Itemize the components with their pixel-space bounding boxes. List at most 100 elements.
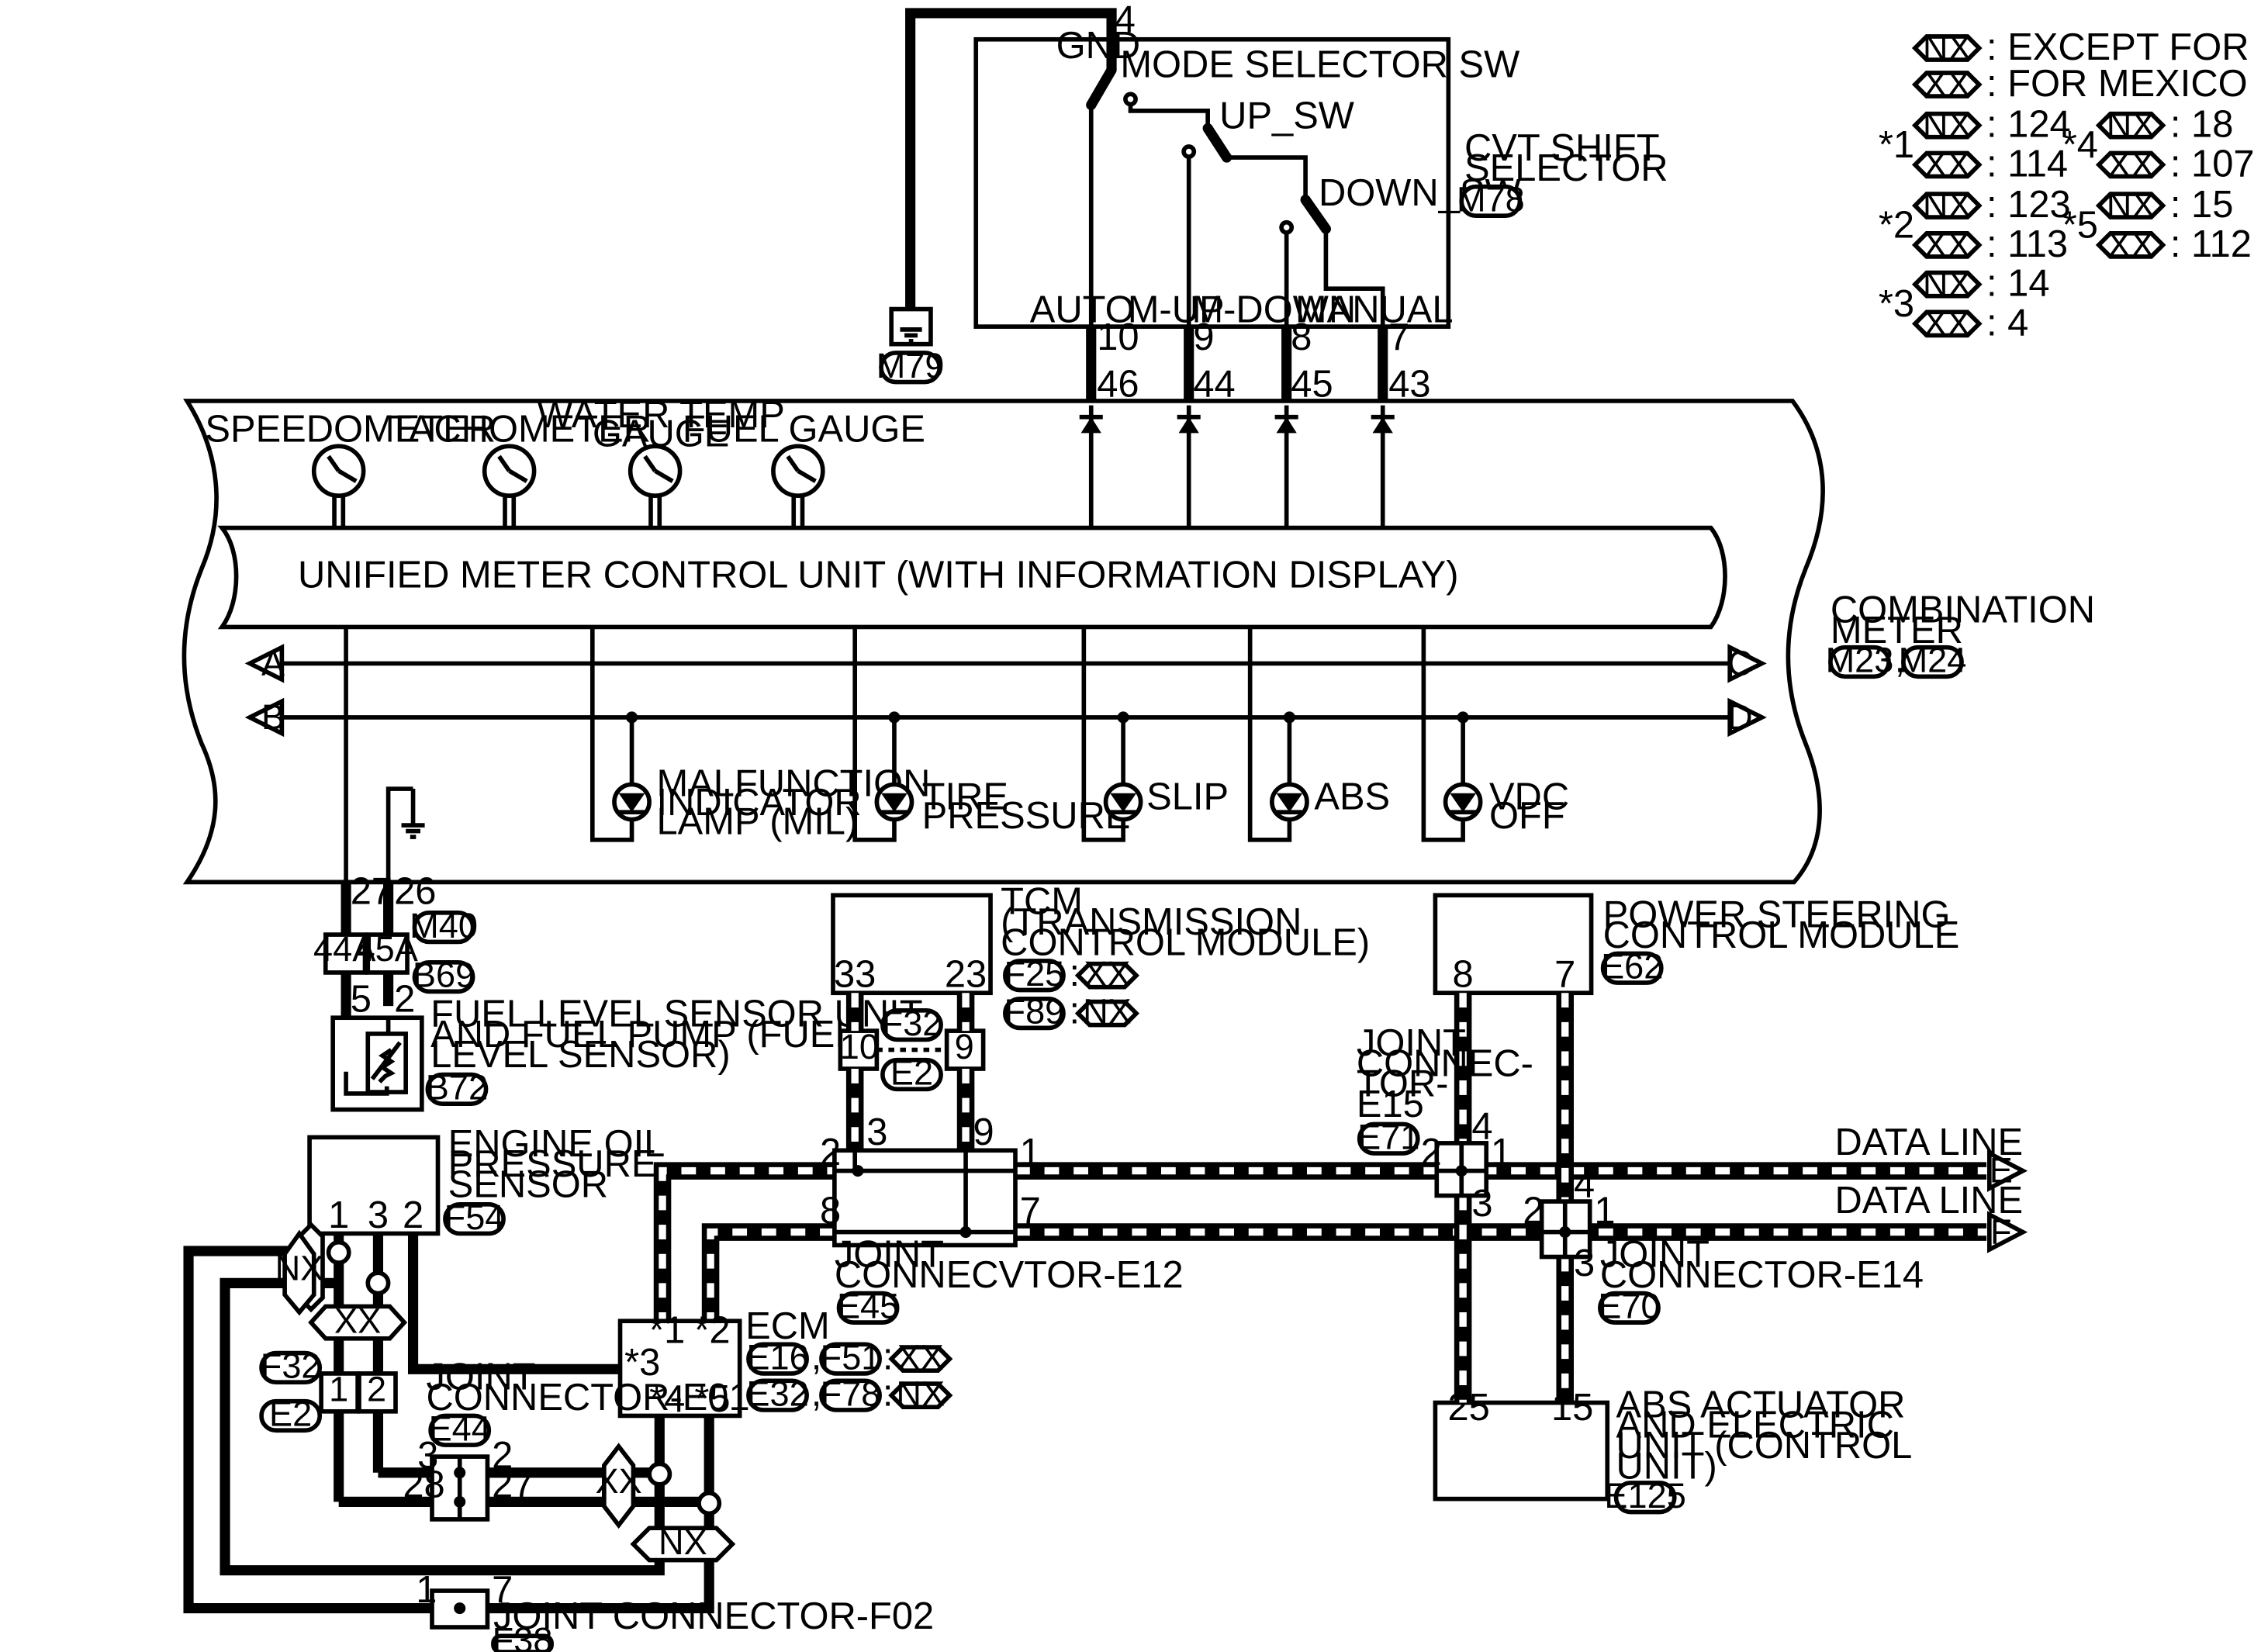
svg-text:8: 8 — [820, 1190, 841, 1232]
arrow-c-icon: C — [1727, 643, 1767, 683]
svg-text:4: 4 — [1115, 0, 1136, 40]
legend-s3-nx: : 14 — [1986, 263, 2050, 305]
svg-text:VDC: VDC — [1489, 776, 1569, 817]
svg-text:CONTROL MODULE): CONTROL MODULE) — [1001, 921, 1370, 963]
svg-text:NX: NX — [2107, 185, 2156, 225]
svg-text:3: 3 — [1471, 1183, 1492, 1225]
svg-text:NX: NX — [1083, 992, 1132, 1032]
tachometer-label: TACHOMETER — [389, 409, 651, 451]
legend-s4-xx: : 107 — [2170, 143, 2255, 185]
svg-text:SLIP: SLIP — [1146, 776, 1229, 817]
svg-text:27: 27 — [492, 1464, 534, 1506]
svg-text:7: 7 — [1388, 316, 1409, 358]
fuel-gauge-icon — [771, 444, 825, 528]
can-bus — [653, 993, 1987, 1403]
svg-text:28: 28 — [403, 1464, 444, 1506]
svg-text:4: 4 — [1471, 1105, 1492, 1147]
svg-text:JOINT: JOINT — [1357, 1022, 1466, 1064]
svg-text:POWER STEERING: POWER STEERING — [1603, 894, 1951, 936]
svg-text:TOR-: TOR- — [1357, 1063, 1449, 1105]
svg-text:33: 33 — [834, 954, 876, 996]
svg-text:1: 1 — [1020, 1132, 1041, 1173]
m78-badge: M78 — [1457, 180, 1525, 219]
svg-text:10: 10 — [840, 1027, 879, 1066]
m-up-label: M-UP — [1128, 289, 1225, 330]
svg-text:OFF: OFF — [1489, 795, 1565, 837]
svg-text:1: 1 — [1594, 1190, 1615, 1232]
arrow-f-icon: F — [1990, 1212, 2012, 1252]
svg-text:AND FUEL PUMP (FUEL: AND FUEL PUMP (FUEL — [430, 1014, 856, 1056]
svg-text:NX: NX — [2107, 105, 2156, 145]
svg-text:10: 10 — [1097, 316, 1139, 358]
b72-badge: B72 — [426, 1067, 488, 1107]
svg-text:TCM: TCM — [1001, 881, 1083, 923]
svg-text:PRESSURE: PRESSURE — [448, 1143, 657, 1185]
svg-text:TIRE: TIRE — [922, 776, 1008, 817]
legend-except-mexico: : EXCEPT FOR MEXICO — [1986, 26, 2261, 68]
svg-text:F78: F78 — [821, 1374, 881, 1413]
svg-text:NX: NX — [1923, 28, 1972, 67]
svg-text:3: 3 — [866, 1111, 887, 1153]
combination-meter-label-2: METER — [1831, 610, 1963, 651]
ground-m79: M79 — [876, 306, 945, 385]
svg-text:SENSOR: SENSOR — [448, 1163, 608, 1205]
gnd-label: GND — [1056, 25, 1141, 67]
svg-text:*5: *5 — [694, 1378, 730, 1420]
speedometer-label: SPEEDOMETER — [205, 409, 496, 451]
svg-text:2: 2 — [367, 1370, 386, 1409]
svg-text:XX: XX — [1924, 64, 1970, 104]
svg-text:FUEL LEVEL SENSOR UNIT: FUEL LEVEL SENSOR UNIT — [430, 993, 922, 1035]
m40-badge: M40 — [410, 906, 478, 945]
tire-pressure-lamp-icon — [852, 627, 914, 842]
manual-label: MANUAL — [1295, 289, 1454, 330]
svg-text:2: 2 — [403, 1194, 424, 1236]
svg-text:XX: XX — [2107, 225, 2154, 264]
svg-text:M24: M24 — [1899, 641, 1967, 680]
svg-text::: : — [883, 1372, 894, 1414]
svg-text::: : — [1070, 990, 1080, 1032]
combination-meter: SPEEDOMETER TACHOMETER WATER TEMP GAUGE … — [182, 394, 2095, 885]
svg-text:AND ELECTRIC: AND ELECTRIC — [1616, 1405, 1894, 1446]
svg-text:*1: *1 — [649, 1309, 685, 1351]
svg-text:1: 1 — [416, 1569, 437, 1611]
joint-connector-e14: 4 2 1 3 JOINT CONNECTOR-E14 E70 — [1523, 1163, 1924, 1325]
svg-text:F32: F32 — [261, 1346, 321, 1386]
svg-text:45A: 45A — [356, 929, 418, 969]
svg-text:JOINT: JOINT — [835, 1234, 944, 1276]
svg-text:1: 1 — [1491, 1132, 1512, 1173]
svg-text:ABS ACTUATOR: ABS ACTUATOR — [1616, 1384, 1906, 1426]
legend-xx-badge: XX — [1911, 64, 1983, 104]
svg-text:*4: *4 — [649, 1378, 685, 1420]
svg-text:E2: E2 — [890, 1053, 933, 1093]
fuel-level-sensor: 27 26 M40 44A 45A B69 5 2 FUEL LEVEL SEN… — [313, 871, 923, 1112]
svg-text:2: 2 — [394, 979, 415, 1021]
svg-text:7: 7 — [492, 1569, 513, 1611]
m-down-label: M-DOWN — [1191, 289, 1356, 330]
svg-text:E2: E2 — [269, 1395, 312, 1434]
svg-text:ABS: ABS — [1314, 776, 1390, 817]
svg-text:E44: E44 — [429, 1408, 491, 1448]
svg-text:DATA LINE: DATA LINE — [1835, 1121, 2024, 1163]
svg-text:B: B — [261, 697, 285, 737]
water-temp-label-1: WATER TEMP — [537, 394, 784, 436]
svg-text:NX: NX — [1923, 264, 1972, 304]
arrow-b-icon: B — [244, 697, 285, 738]
legend-s3-xx: : 4 — [1986, 302, 2028, 344]
legend-for-mexico: : FOR MEXICO — [1986, 63, 2248, 105]
legend-star5: *5 — [2062, 204, 2098, 246]
svg-text:9: 9 — [1193, 316, 1214, 358]
svg-text:1: 1 — [328, 1194, 349, 1236]
data-line-e: E DATA LINE — [1835, 1121, 2028, 1192]
speedometer-gauge-icon — [311, 444, 366, 528]
abs-lamp-icon — [1247, 627, 1309, 842]
ecm-module: *1 *2 *3 *4 *5 ECM E16 , F51 : XX E32 , … — [617, 1305, 953, 1420]
svg-text:CONNECTOR-E01: CONNECTOR-E01 — [426, 1377, 749, 1419]
svg-text:D: D — [1727, 697, 1753, 737]
svg-text:26: 26 — [394, 871, 436, 913]
engine-oil-pressure-sensor: 1 3 2 ENGINE OIL PRESSURE SENSOR F54 — [307, 1123, 665, 1237]
cvt-title-1: CVT SHIFT — [1464, 127, 1660, 169]
svg-text:JOINT: JOINT — [1600, 1234, 1710, 1276]
legend: NX : EXCEPT FOR MEXICO XX : FOR MEXICO *… — [1879, 26, 2261, 344]
legend-s1-nx: : 124 — [1986, 104, 2071, 146]
joint-connector-e15: 4 2 1 3 JOINT CONNEC- TOR- E15 E71 — [1357, 1022, 1533, 1225]
